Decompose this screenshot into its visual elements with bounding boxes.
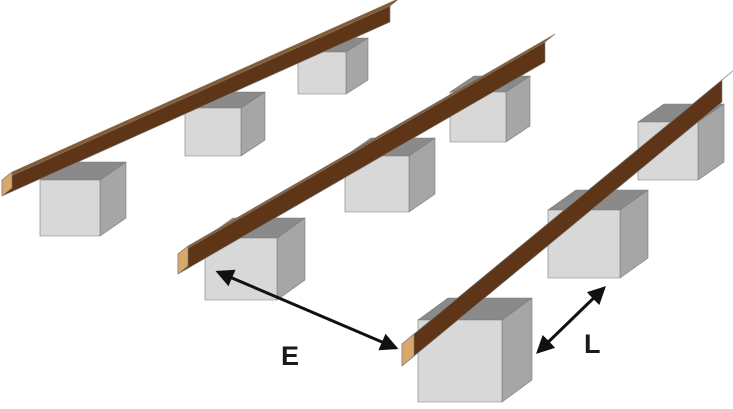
spacing-arrow-e [215, 269, 399, 351]
joist-front-block-1-front [417, 319, 503, 403]
width-label-l: L [584, 329, 601, 359]
joist-back-block-3-front [297, 51, 347, 95]
spacing-label-e: E [281, 341, 300, 371]
joist-back [1, 0, 398, 197]
joist-back-block-1-front [39, 179, 101, 237]
joist-middle-block-2-front [344, 155, 410, 213]
width-arrow-l [536, 286, 606, 354]
joist-back-end [1, 171, 13, 197]
joist-front-end [401, 333, 415, 367]
joist-back-block-2-front [184, 107, 242, 157]
joist-middle [177, 33, 556, 275]
joist-front-block-1 [417, 297, 533, 403]
joist-front [401, 70, 733, 367]
joist-middle-end [177, 245, 189, 275]
